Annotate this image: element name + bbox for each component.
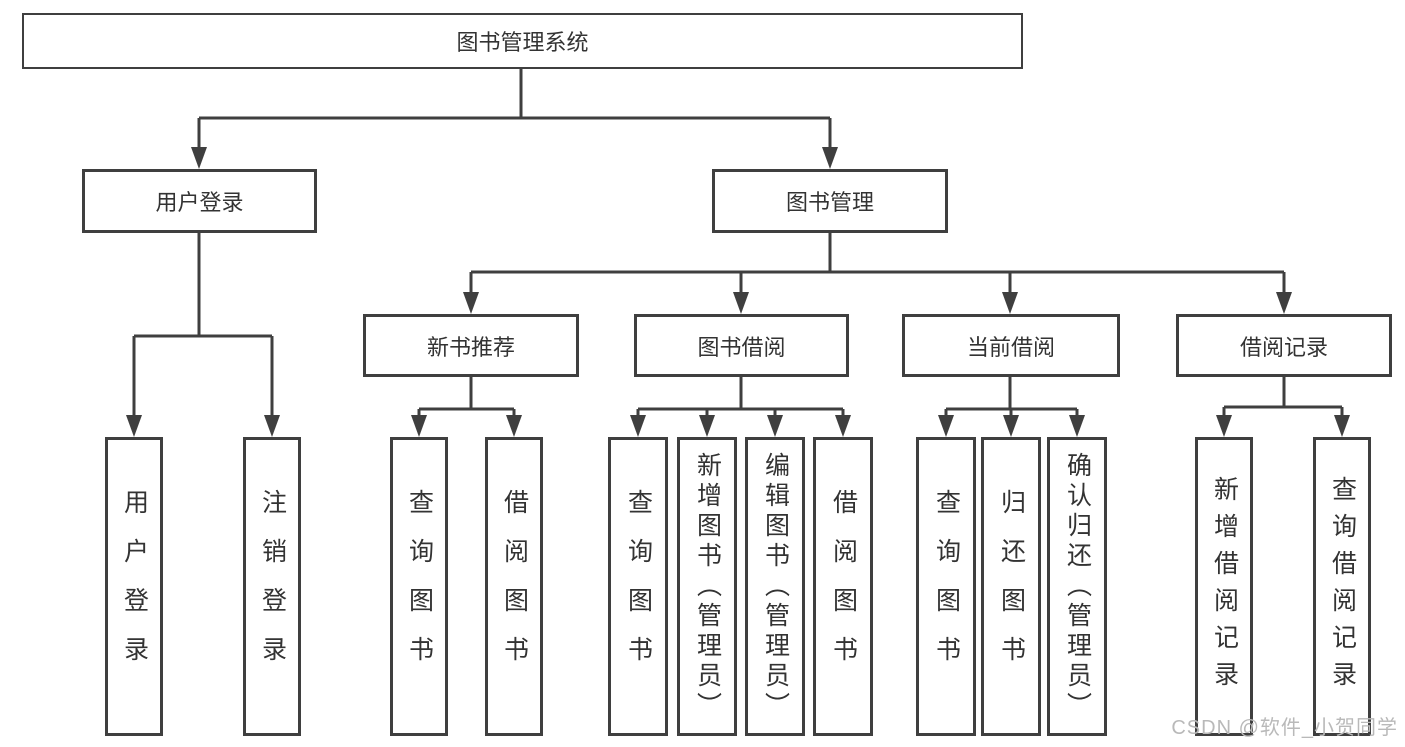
node-leaf-borrow-books-1: 借阅图书: [485, 437, 543, 736]
node-leaf-borrow-books-2: 借阅图书: [813, 437, 873, 736]
node-leaf-add-book-admin: 新增图书（管理员）: [677, 437, 737, 736]
node-leaf-return-books: 归还图书: [981, 437, 1041, 736]
node-leaf-query-borrow-record: 查询借阅记录: [1313, 437, 1371, 736]
edge-new-book-children: [411, 377, 522, 437]
node-label: 查询图书: [624, 488, 653, 685]
csdn-watermark: CSDN @软件_小贺同学: [1171, 717, 1398, 739]
node-label: 图书管理: [785, 190, 874, 215]
edge-book-mgmt-children: [463, 233, 1292, 314]
node-leaf-user-login: 用户登录: [105, 437, 163, 736]
node-label: 图书管理系统: [456, 30, 589, 55]
node-leaf-query-books-1: 查询图书: [390, 437, 448, 736]
node-borrow-records: 借阅记录: [1176, 314, 1392, 377]
node-new-book-recommend: 新书推荐: [363, 314, 579, 377]
node-label: 借阅图书: [500, 488, 529, 685]
node-leaf-logout: 注销登录: [243, 437, 301, 736]
node-label: 新增借阅记录: [1210, 475, 1239, 698]
node-label: 查询图书: [405, 488, 434, 685]
node-label: 用户登录: [155, 190, 244, 215]
node-label: 查询图书: [932, 488, 961, 685]
node-label: 借阅记录: [1239, 334, 1328, 360]
node-label: 当前借阅: [966, 334, 1055, 360]
node-label: 借阅图书: [829, 488, 858, 685]
node-library-system: 图书管理系统: [22, 13, 1023, 69]
node-label: 用户登录: [120, 488, 149, 685]
node-leaf-query-books-3: 查询图书: [916, 437, 976, 736]
node-leaf-add-borrow-record: 新增借阅记录: [1195, 437, 1253, 736]
node-leaf-edit-book-admin: 编辑图书（管理员）: [745, 437, 805, 736]
node-label: 新增图书（管理员）: [693, 451, 722, 722]
node-current-borrow: 当前借阅: [902, 314, 1120, 377]
edge-records-children: [1216, 377, 1350, 437]
edge-current-children: [938, 377, 1085, 437]
edge-borrow-children: [630, 377, 851, 437]
node-book-management: 图书管理: [712, 169, 948, 233]
node-user-login: 用户登录: [82, 169, 317, 233]
node-label: 编辑图书（管理员）: [761, 451, 790, 722]
node-label: 归还图书: [997, 488, 1026, 685]
node-label: 新书推荐: [426, 334, 515, 360]
node-leaf-query-books-2: 查询图书: [608, 437, 668, 736]
node-label: 注销登录: [258, 488, 287, 685]
node-label: 图书借阅: [697, 334, 786, 360]
edge-root-to-level2: [191, 69, 838, 169]
edge-user-login-children: [126, 233, 280, 437]
node-label: 查询借阅记录: [1328, 475, 1357, 698]
node-leaf-confirm-return-admin: 确认归还（管理员）: [1047, 437, 1107, 736]
node-book-borrow: 图书借阅: [634, 314, 849, 377]
node-label: 确认归还（管理员）: [1063, 451, 1092, 722]
